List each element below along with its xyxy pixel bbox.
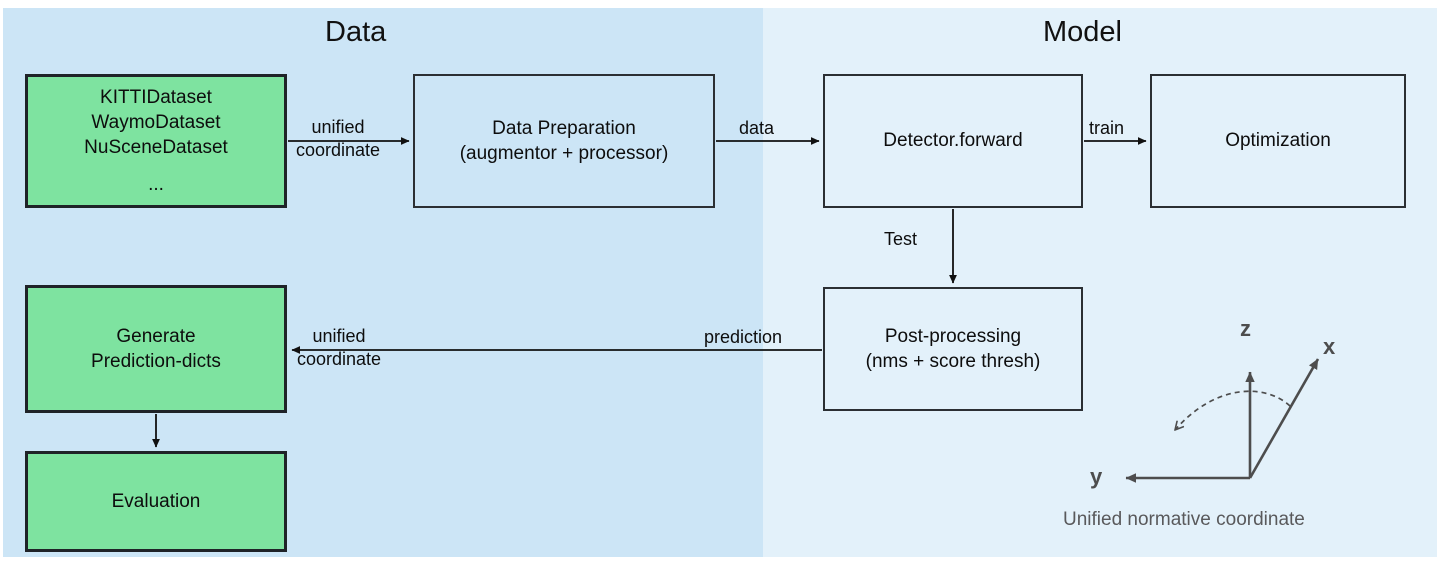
edge-label-unified-coordinate-bottom-line-1: unified (312, 326, 366, 346)
edge-label-test: Test (884, 229, 918, 249)
node-datasets-line-3: NuSceneDataset (84, 137, 228, 158)
axis-label-x: x (1323, 334, 1336, 359)
edge-label-unified-coordinate-bottom: unified coordinate (297, 325, 381, 370)
node-datasets-line-1: KITTIDataset (100, 86, 212, 108)
node-datasets-line-2: WaymoDataset (91, 111, 221, 133)
edge-label-unified-coordinate-top: unified coordinate (296, 116, 380, 161)
node-datasets-line-4: ... (148, 174, 164, 196)
edge-label-unified-coordinate-top-line-1: unified (311, 117, 365, 137)
coordinate-system-caption: Unified normative coordinate (1063, 509, 1305, 530)
node-generate-prediction-dicts[interactable]: Generate Prediction-dicts (25, 285, 287, 413)
axis-label-y: y (1090, 464, 1103, 489)
edge-label-prediction: prediction (704, 327, 783, 347)
node-data-preparation[interactable]: Data Preparation (augmentor + processor) (413, 74, 715, 208)
node-generate-prediction-dicts-line-2: Prediction-dicts (91, 351, 221, 372)
node-optimization-label: Optimization (1225, 130, 1331, 152)
node-post-processing[interactable]: Post-processing (nms + score thresh) (823, 287, 1083, 411)
node-datasets[interactable]: KITTIDataset WaymoDataset NuSceneDataset… (25, 74, 287, 208)
node-data-preparation-line-2: (augmentor + processor) (459, 143, 669, 164)
node-evaluation[interactable]: Evaluation (25, 451, 287, 552)
node-post-processing-line-1: Post-processing (884, 325, 1022, 347)
node-detector-forward-label: Detector.forward (883, 130, 1023, 152)
edge-label-train: train (1089, 118, 1125, 138)
panel-title-data: Data (325, 16, 387, 48)
node-post-processing-line-2: (nms + score thresh) (865, 351, 1041, 372)
axis-label-z: z (1240, 316, 1251, 341)
node-detector-forward[interactable]: Detector.forward (823, 74, 1083, 208)
node-data-preparation-line-1: Data Preparation (492, 117, 636, 139)
node-evaluation-label: Evaluation (111, 490, 201, 512)
edge-label-data: data (739, 118, 775, 138)
edge-label-unified-coordinate-top-line-2: coordinate (296, 139, 381, 160)
edge-label-unified-coordinate-bottom-line-2: coordinate (297, 348, 382, 369)
node-optimization[interactable]: Optimization (1150, 74, 1406, 208)
panel-title-model: Model (1043, 16, 1122, 48)
node-generate-prediction-dicts-line-1: Generate (116, 325, 196, 347)
